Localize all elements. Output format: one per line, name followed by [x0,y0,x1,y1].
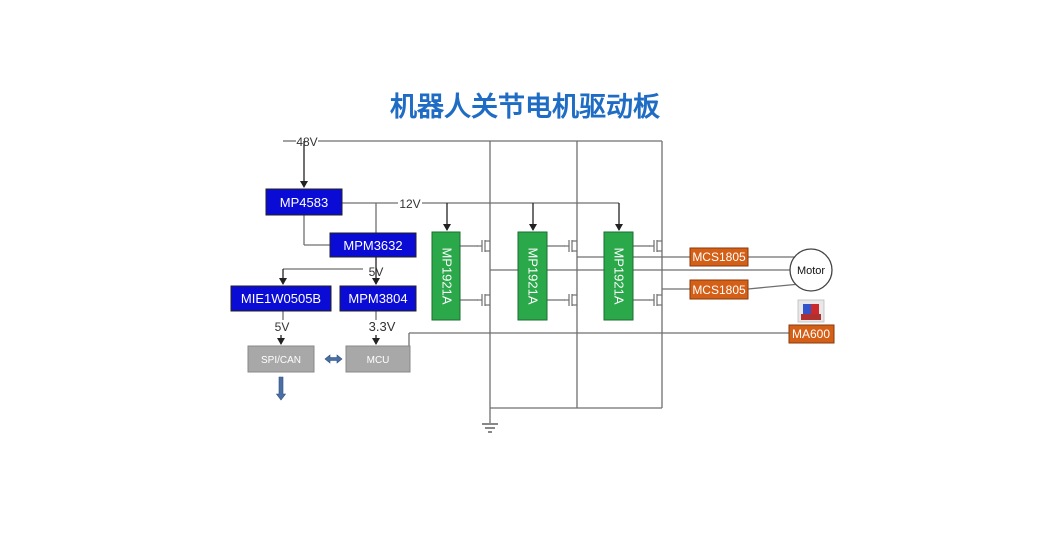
motor-label: Motor [797,265,825,277]
magnet-icon [797,299,825,323]
spi-can-block: SPI/CAN [247,345,315,373]
mcu-label: MCU [367,355,390,366]
mosfet-icon [476,239,491,253]
rail-5v-left-label: 5V [275,320,290,334]
mcu-block: MCU [345,345,411,373]
mosfet-icon [648,293,663,307]
current-sensor-label-1: MCS1805 [692,250,746,264]
angle-sensor-label: MA600 [792,327,830,341]
mosfet-icon [648,239,663,253]
wires [277,140,801,423]
mosfet-icon [476,293,491,307]
rail-48v-label: 48V [296,135,317,149]
mie1w0505b-label: MIE1W0505B [241,291,321,306]
current-sensor-block-1: MCS1805 [689,247,749,267]
driver-label-2: MP1921A [526,247,541,304]
mie1w0505b-block: MIE1W0505B [230,285,332,312]
ground-icon [482,423,498,433]
driver-label-1: MP1921A [440,247,455,304]
mosfet-icon [563,293,578,307]
driver-block-3: MP1921A [603,231,634,321]
driver-block-2: MP1921A [517,231,548,321]
mosfet-icon [563,239,578,253]
angle-sensor-block: MA600 [788,324,835,344]
mpm3632-block: MPM3632 [329,232,417,258]
current-sensor-block-2: MCS1805 [689,279,749,300]
motor-symbol: Motor [789,248,833,292]
down-arrow-icon [275,376,287,401]
rail-3v3-label: 3.3V [369,319,396,334]
rail-5v-mid-label: 5V [369,265,384,279]
mosfet-icon-group [476,239,663,307]
driver-label-3: MP1921A [612,247,627,304]
bidirectional-arrow-icon [324,354,343,364]
mpm3632-label: MPM3632 [343,238,402,253]
mp4583-block: MP4583 [265,188,343,216]
spi-can-label: SPI/CAN [261,355,301,366]
mpm3804-label: MPM3804 [348,291,407,306]
mpm3804-block: MPM3804 [339,285,417,312]
diagram-title: 机器人关节电机驱动板 [390,92,660,123]
mp4583-label: MP4583 [280,195,328,210]
rail-12v-label: 12V [399,197,420,211]
driver-block-1: MP1921A [431,231,461,321]
current-sensor-label-2: MCS1805 [692,283,746,297]
